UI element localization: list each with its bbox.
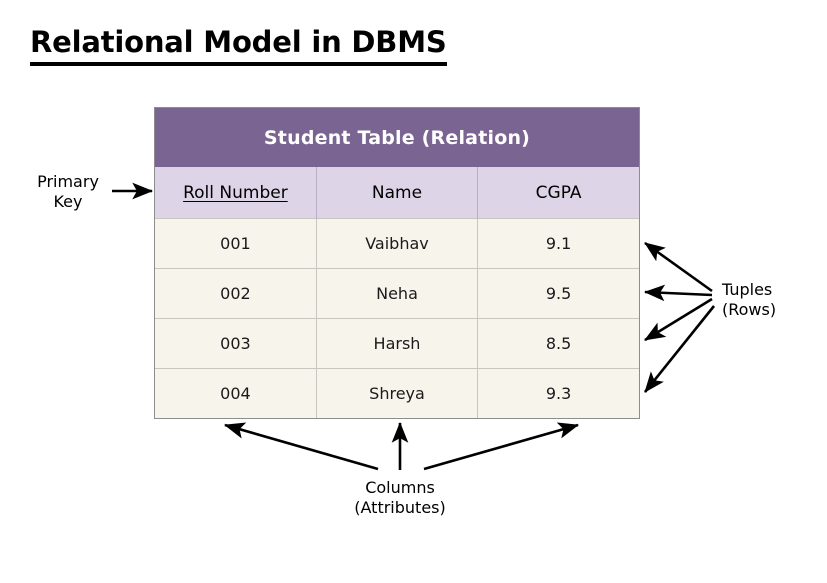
cell-cgpa: 9.5 xyxy=(477,268,639,319)
cell-name: Neha xyxy=(316,268,479,319)
column-header-name-label: Name xyxy=(371,182,423,203)
page-title: Relational Model in DBMS xyxy=(30,25,447,67)
column-header-roll-number[interactable]: Roll Number xyxy=(155,167,317,219)
cell-cgpa: 8.5 xyxy=(477,318,639,369)
table-row[interactable]: 002 Neha 9.5 xyxy=(155,268,639,319)
table-title-cell: Student Table (Relation) xyxy=(155,108,639,167)
column-header-roll-number-label: Roll Number xyxy=(183,182,288,203)
cell-roll-number: 002 xyxy=(155,268,317,319)
column-header-name[interactable]: Name xyxy=(316,167,479,219)
table-row[interactable]: 003 Harsh 8.5 xyxy=(155,318,639,369)
columns-arrows xyxy=(224,421,579,471)
cell-roll-number: 003 xyxy=(155,318,317,369)
tuples-label: Tuples (Rows) xyxy=(722,280,777,320)
table-row[interactable]: 001 Vaibhav 9.1 xyxy=(155,218,639,269)
table-header-row: Roll Number Name CGPA xyxy=(155,167,639,219)
cell-cgpa: 9.3 xyxy=(477,368,639,418)
student-table: Student Table (Relation) Roll Number Nam… xyxy=(155,108,639,418)
table-title-row: Student Table (Relation) xyxy=(155,108,639,167)
columns-label: Columns (Attributes) xyxy=(354,478,446,518)
tuples-arrows xyxy=(643,241,716,393)
cell-roll-number: 004 xyxy=(155,368,317,418)
column-header-cgpa-label: CGPA xyxy=(535,182,582,203)
cell-name: Vaibhav xyxy=(316,218,479,269)
column-header-cgpa[interactable]: CGPA xyxy=(477,167,639,219)
table-row[interactable]: 004 Shreya 9.3 xyxy=(155,368,639,418)
cell-roll-number: 001 xyxy=(155,218,317,269)
cell-cgpa: 9.1 xyxy=(477,218,639,269)
cell-name: Harsh xyxy=(316,318,479,369)
cell-name: Shreya xyxy=(316,368,479,418)
primary-key-label: Primary Key xyxy=(37,172,99,212)
